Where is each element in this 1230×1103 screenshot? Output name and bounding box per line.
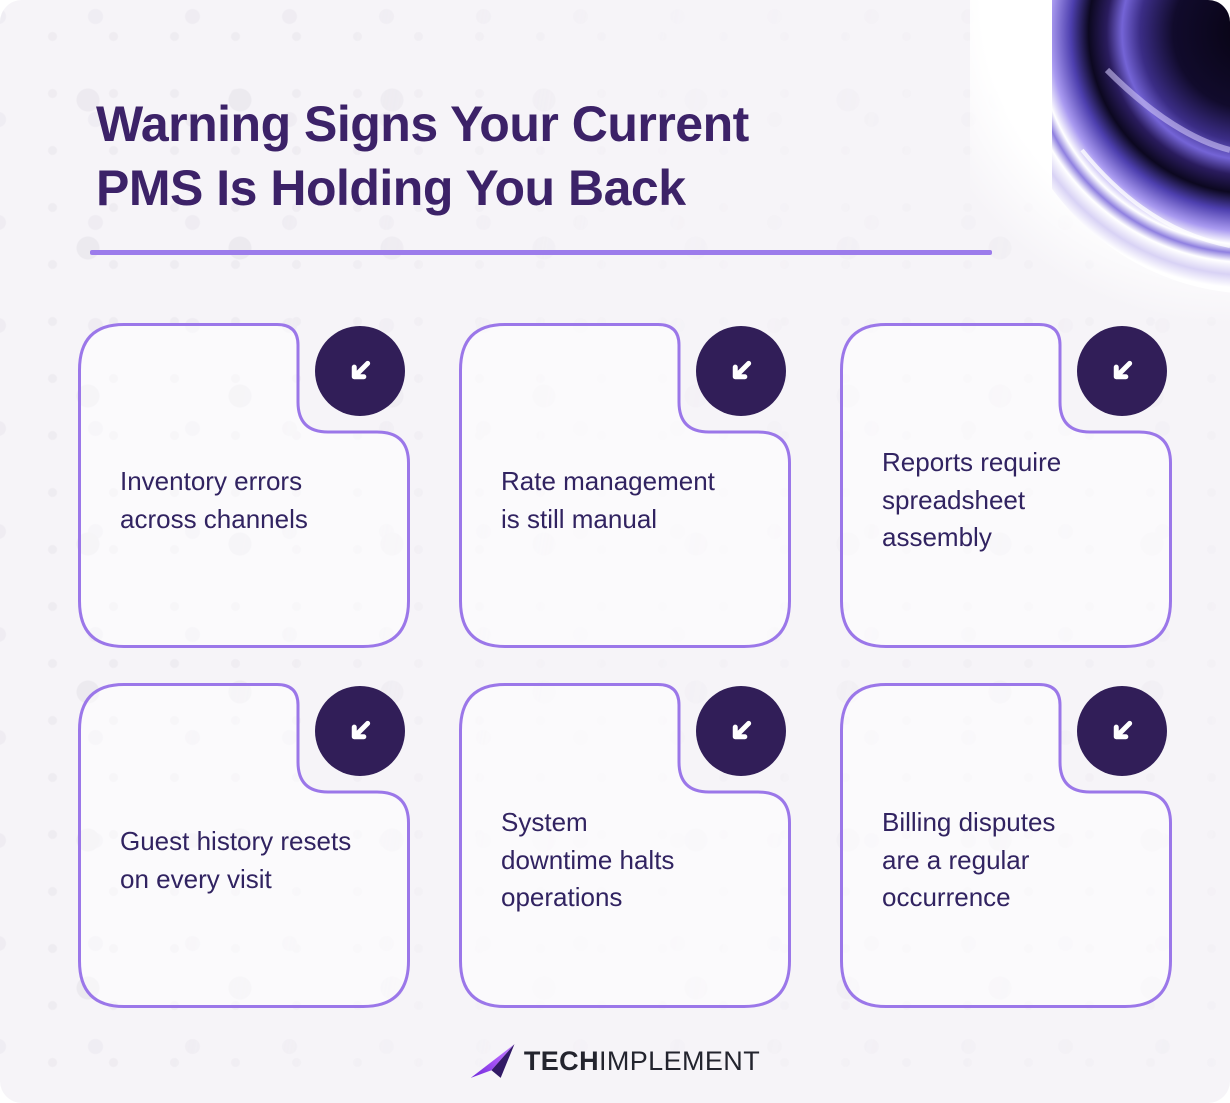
card-billing-disputes: Billing disputes are a regular occurrenc… [840, 683, 1172, 1008]
badge-circle [696, 326, 786, 416]
card-outline [78, 323, 410, 648]
card-outline [459, 323, 791, 648]
card-inventory-errors: Inventory errors across channels [78, 323, 410, 648]
card-label: Reports require spreadsheet assembly [882, 447, 1062, 553]
badge-circle [315, 326, 405, 416]
card-rate-management: Rate management is still manual [459, 323, 791, 648]
brand-bold-text: TECH [523, 1045, 599, 1076]
page-title: Warning Signs Your Current PMS Is Holdin… [96, 95, 749, 216]
arrow-down-left-icon [1113, 720, 1133, 740]
card-reports-spreadsheet: Reports require spreadsheet assembly [840, 323, 1172, 648]
arrow-down-left-icon [732, 360, 752, 380]
badge-circle [315, 686, 405, 776]
card-label: Guest history resets on every visit [120, 826, 352, 894]
arrow-down-left-icon [351, 720, 371, 740]
arrow-down-left-icon [351, 360, 371, 380]
card-system-downtime: System downtime halts operations [459, 683, 791, 1008]
card-label: System downtime halts operations [501, 807, 675, 913]
card-outline [840, 323, 1172, 648]
card-label: Billing disputes are a regular occurrenc… [882, 807, 1056, 913]
card-outline [840, 683, 1172, 1008]
arrow-down-left-icon [1113, 360, 1133, 380]
card-outline [78, 683, 410, 1008]
badge-circle [1077, 686, 1167, 776]
card-label: Rate management is still manual [501, 466, 715, 534]
card-label: Inventory errors across channels [120, 466, 308, 534]
brand-rest-text: IMPLEMENT [598, 1045, 761, 1076]
badge-circle [696, 686, 786, 776]
card-guest-history: Guest history resets on every visit [78, 683, 410, 1008]
glossy-purple-swirl-ornament [1052, 0, 1230, 294]
paper-plane-icon [470, 1044, 515, 1078]
title-divider [90, 250, 992, 255]
card-outline [459, 683, 791, 1008]
arrow-down-left-icon [732, 720, 752, 740]
badge-circle [1077, 326, 1167, 416]
